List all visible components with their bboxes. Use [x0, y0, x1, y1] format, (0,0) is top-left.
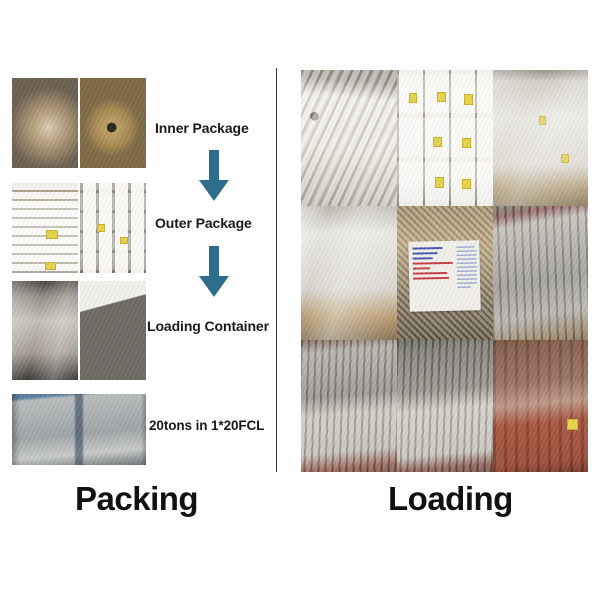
down-arrow-icon	[196, 150, 232, 204]
flow-label-tonnage: 20tons in 1*20FCL	[149, 418, 265, 433]
yellow-sticker-icon	[408, 93, 418, 104]
photo-container-loading-1	[301, 340, 397, 472]
photo-jumbo-roll-on-pallet	[301, 70, 397, 206]
photo-film-roll-on-stand	[80, 78, 146, 168]
photo-stacked-rolls-pallet	[397, 70, 493, 206]
photo-wrapped-unit-on-pallet	[301, 206, 397, 340]
flow-label-outer-package: Outer Package	[155, 215, 252, 231]
photo-wrapped-roll-stack	[12, 183, 78, 273]
photo-container-loading-2	[397, 340, 493, 472]
shipping-label-document	[408, 240, 482, 312]
panel-divider	[276, 68, 277, 472]
yellow-sticker-icon	[561, 154, 570, 164]
flow-label-inner-package: Inner Package	[155, 120, 249, 136]
yellow-sticker-icon	[119, 237, 128, 245]
flow-label-loading-container: Loading Container	[147, 318, 269, 334]
yellow-sticker-icon	[462, 138, 471, 149]
shipping-label-right-text	[457, 245, 478, 290]
yellow-sticker-icon	[437, 91, 447, 102]
photo-palletized-rolls	[80, 183, 146, 273]
photo-film-roll-closeup	[12, 78, 78, 168]
photo-pallet-grey-unit	[80, 281, 146, 380]
yellow-sticker-icon	[45, 262, 56, 271]
yellow-sticker-icon	[46, 229, 58, 239]
photo-container-loading-3	[493, 340, 588, 472]
yellow-sticker-icon	[433, 136, 443, 147]
photo-empty-container-interior	[12, 394, 146, 465]
photo-wrapped-pallet-load	[493, 70, 588, 206]
photo-shipping-label-on-pallet	[397, 206, 493, 340]
section-caption-packing: Packing	[75, 480, 199, 517]
shipping-label-left-text	[413, 246, 455, 282]
section-caption-loading: Loading	[388, 480, 513, 517]
yellow-sticker-icon	[97, 224, 106, 232]
yellow-sticker-icon	[464, 94, 473, 105]
photo-container-interior-empty	[493, 206, 588, 340]
packing-panel: Inner Package Outer Package Loading Cont…	[0, 0, 277, 600]
yellow-sticker-icon	[435, 177, 445, 188]
yellow-sticker-icon	[567, 419, 578, 431]
yellow-sticker-icon	[462, 178, 471, 189]
photo-pallet-shrink-wrapped	[12, 281, 78, 380]
yellow-sticker-icon	[538, 116, 547, 126]
down-arrow-icon	[196, 246, 232, 300]
